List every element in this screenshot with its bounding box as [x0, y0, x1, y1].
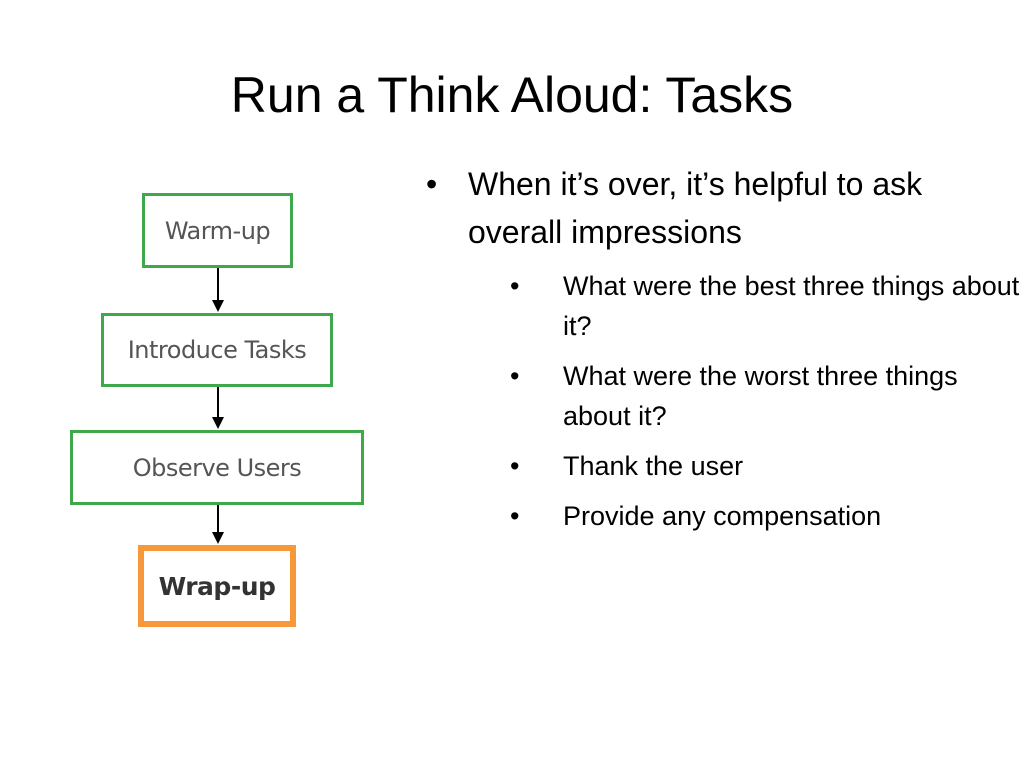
step-introduce-tasks-box: Introduce Tasks	[101, 313, 333, 387]
bullet-dot: •	[510, 271, 520, 301]
bullet-dot: •	[426, 166, 438, 202]
sub-bullet-text: Thank the user	[563, 451, 744, 481]
step-wrap-up-box: Wrap-up	[138, 545, 296, 627]
step-observe-users-box: Observe Users	[70, 430, 364, 505]
arrow-down-icon	[212, 387, 224, 429]
arrow-down-icon	[212, 505, 224, 544]
sub-bullet-list: • What were the best three things about …	[420, 266, 1020, 536]
sub-bullet-item: • Provide any compensation	[420, 496, 1020, 536]
step-label: Warm-up	[164, 216, 271, 245]
sub-bullet-item: • Thank the user	[420, 446, 1020, 486]
bullet-dot: •	[510, 361, 520, 391]
step-label: Introduce Tasks	[127, 336, 307, 364]
bullet-list: • When it’s over, it’s helpful to ask ov…	[420, 160, 1020, 546]
sub-bullet-item: • What were the best three things about …	[420, 266, 1020, 346]
step-label: Wrap-up	[158, 571, 276, 601]
flowchart: Warm-up Introduce Tasks Observe Users Wr…	[0, 0, 420, 700]
sub-bullet-item: • What were the worst three things about…	[420, 356, 1020, 436]
sub-bullet-text: Provide any compensation	[563, 501, 882, 531]
slide-title: Run a Think Aloud: Tasks	[230, 67, 794, 123]
sub-bullet-text: What were the worst three things about i…	[563, 361, 958, 431]
arrow-down-icon	[212, 268, 224, 312]
bullet-main: • When it’s over, it’s helpful to ask ov…	[420, 160, 1020, 256]
bullet-main-text: When it’s over, it’s helpful to ask over…	[468, 166, 923, 250]
bullet-dot: •	[510, 451, 520, 481]
sub-bullet-text: What were the best three things about it…	[563, 271, 1020, 341]
step-warm-up-box: Warm-up	[142, 193, 293, 268]
bullet-dot: •	[510, 501, 520, 531]
step-label: Observe Users	[132, 453, 302, 482]
